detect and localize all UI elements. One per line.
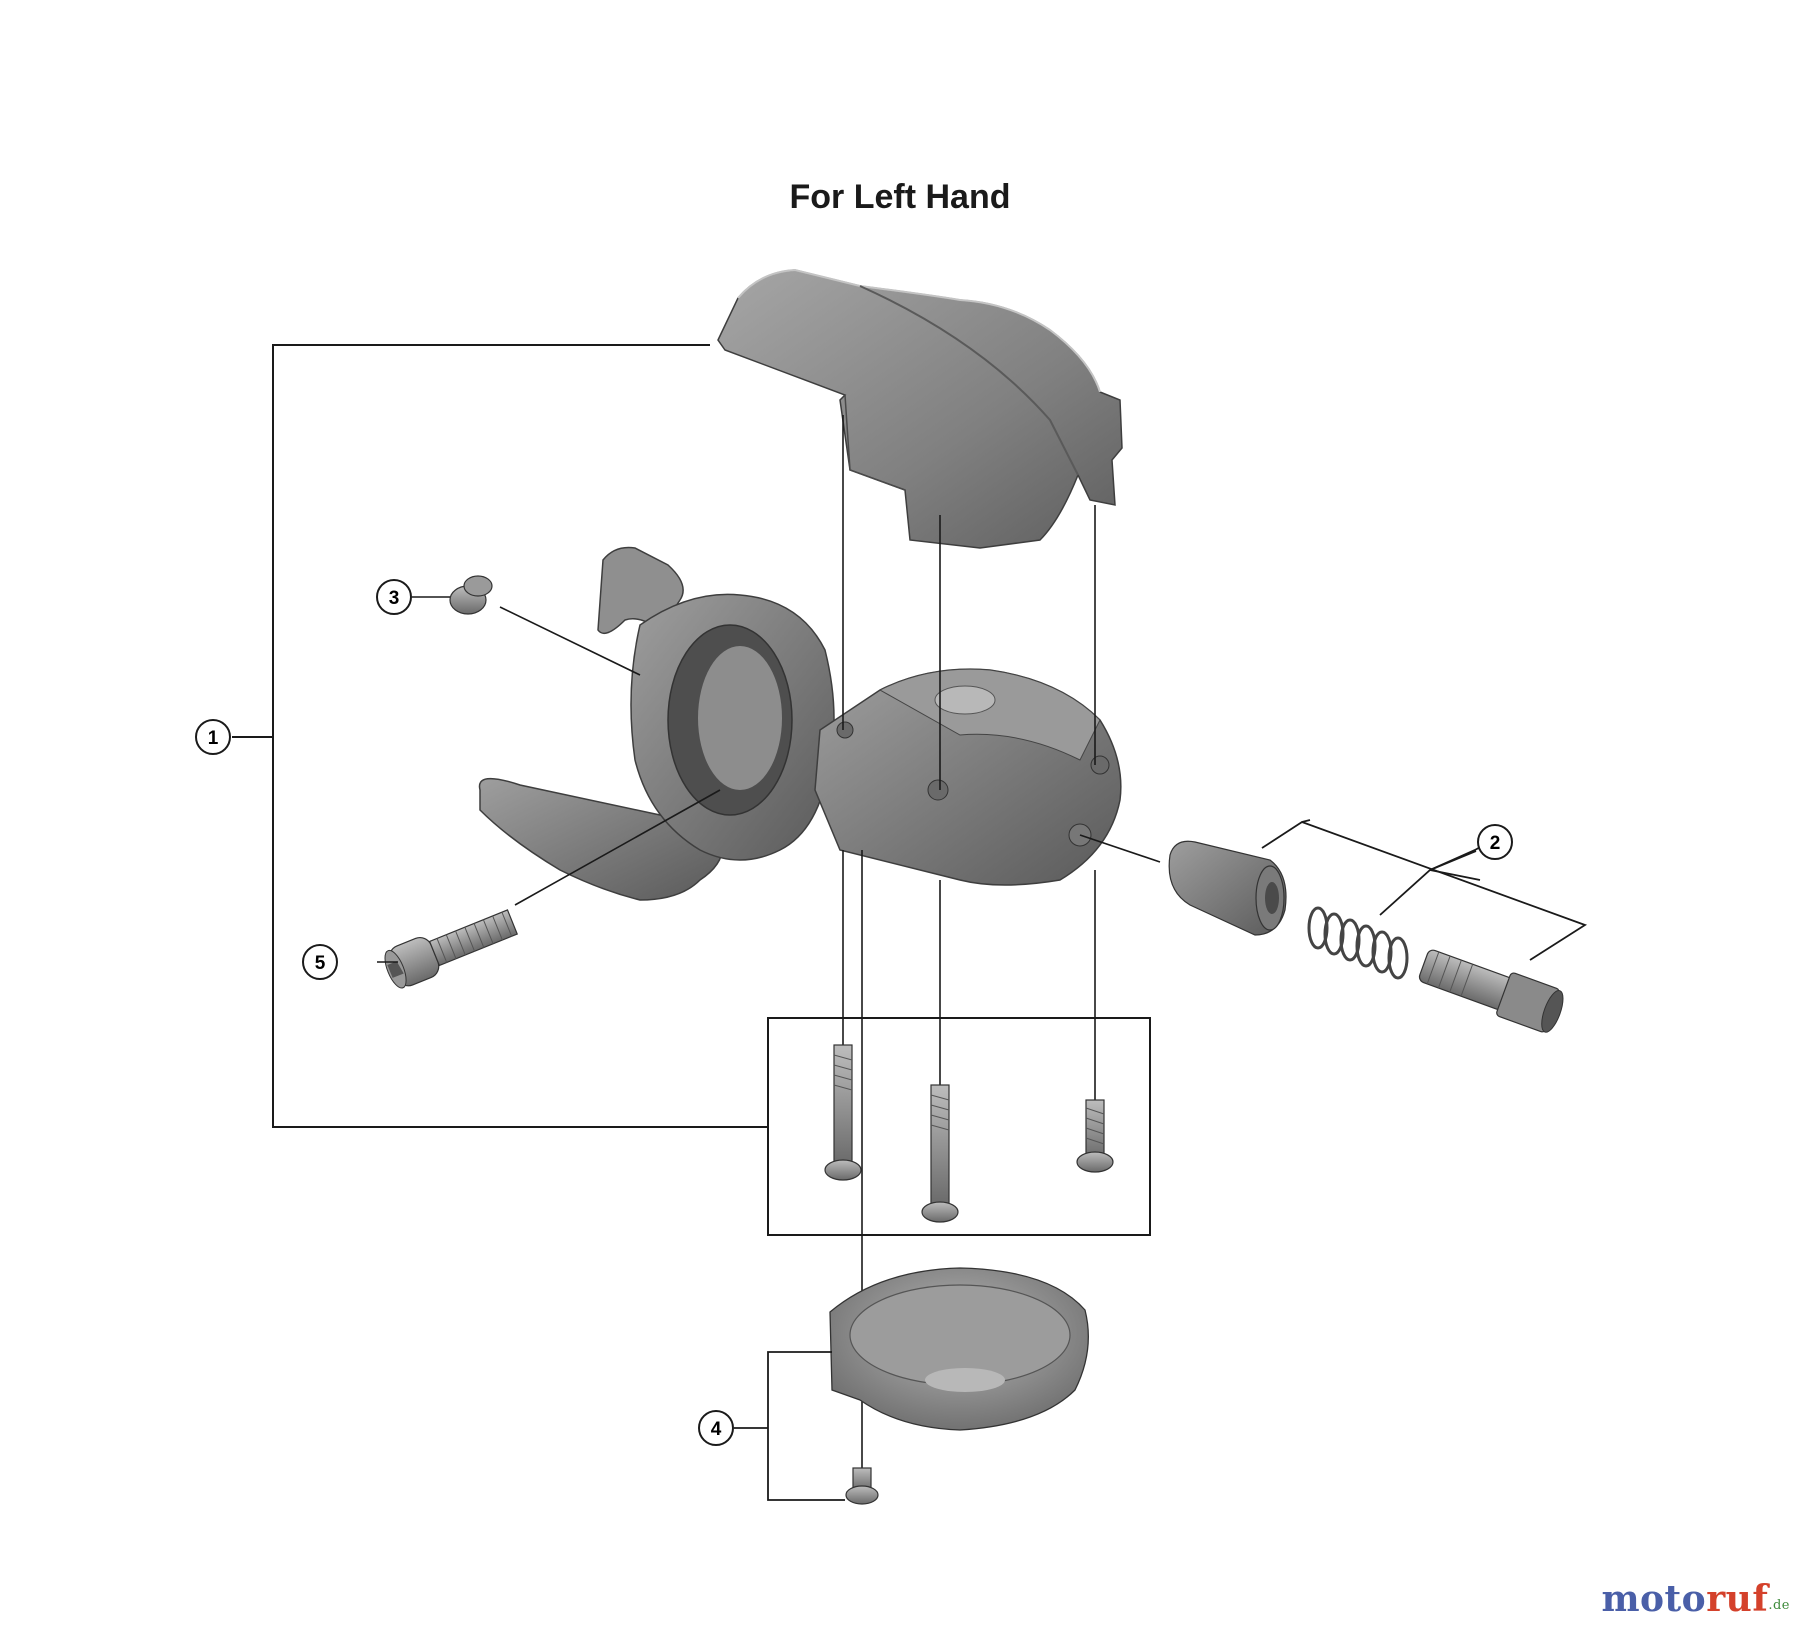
callout-5: 5: [302, 944, 338, 980]
shifter-body-part: [478, 546, 1122, 901]
long-screw-1: [824, 1044, 862, 1181]
callout-3: 3: [376, 579, 412, 615]
callout-4-bracket: [734, 1351, 845, 1501]
small-screw: [845, 1467, 879, 1505]
callout-5-label: 5: [315, 953, 326, 974]
watermark-part-b: ruf: [1706, 1578, 1769, 1620]
watermark-part-a: moto: [1601, 1578, 1707, 1620]
watermark-part-c: .de: [1768, 1598, 1790, 1613]
bolt-part: [384, 909, 519, 989]
long-screw-2: [921, 1084, 959, 1223]
spring-part: [1307, 906, 1409, 980]
callout-4: 4: [698, 1410, 734, 1446]
callout-2-label: 2: [1490, 833, 1501, 854]
top-cover-part: [717, 268, 1123, 549]
watermark-logo: motoruf.de: [1601, 1578, 1790, 1620]
short-screw: [1076, 1099, 1114, 1173]
callout-2: 2: [1477, 824, 1513, 860]
callout-4-label: 4: [711, 1419, 722, 1440]
screw-set-box: [767, 1017, 1151, 1236]
assembly-guide-lines: [499, 415, 1161, 1500]
callout-3-label: 3: [389, 588, 400, 609]
adjuster-bolt-part: [1418, 949, 1564, 1033]
callout-1-bracket: [232, 344, 768, 1128]
plug-part: [449, 575, 493, 615]
adjuster-barrel-part: [1168, 840, 1287, 936]
callout-1-label: 1: [208, 728, 219, 749]
callout-1: 1: [195, 719, 231, 755]
diagram-title: For Left Hand: [789, 178, 1011, 216]
bottom-cap-part: [829, 1267, 1089, 1431]
